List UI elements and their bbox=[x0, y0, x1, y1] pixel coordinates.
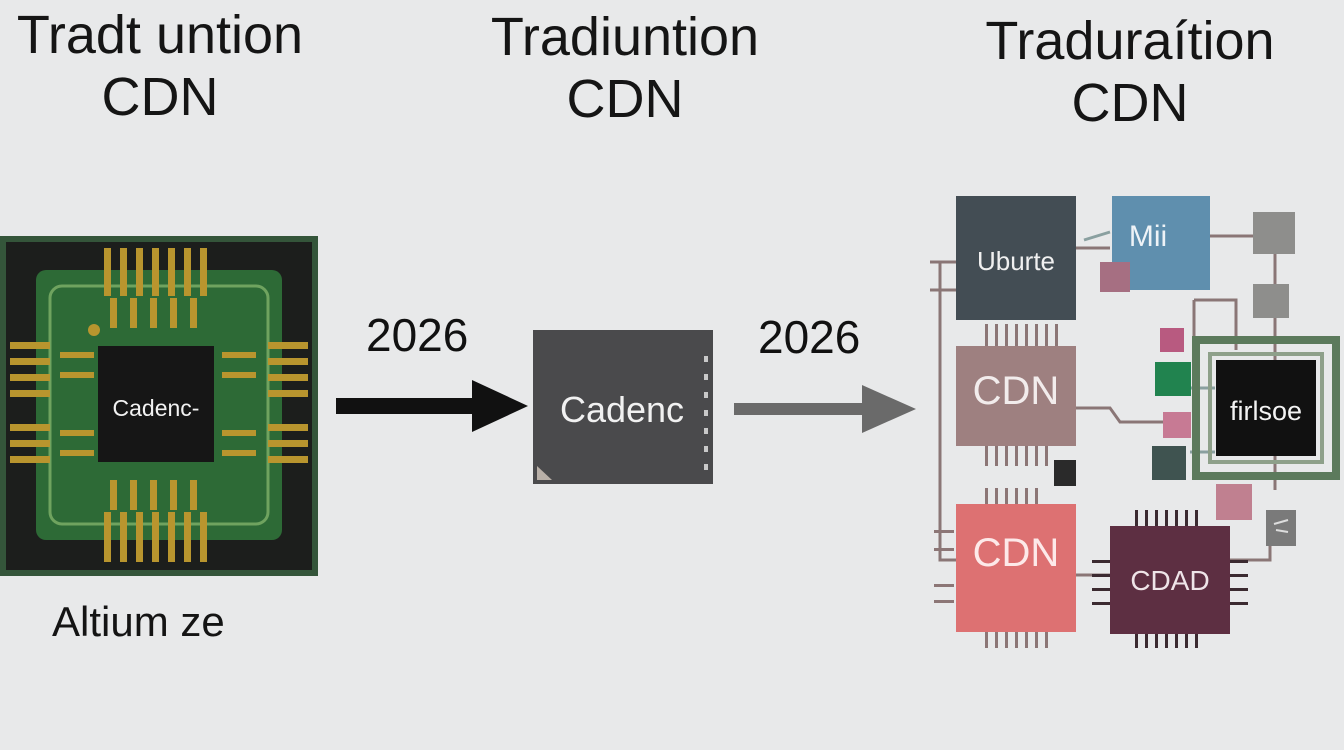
title-left-line2: CDN bbox=[101, 67, 219, 127]
step-year-first: 2026 bbox=[366, 309, 469, 361]
title-right: Traduraítion CDN bbox=[965, 10, 1295, 134]
block-ubuntu bbox=[956, 196, 1076, 320]
title-middle: Tradiuntion CDN bbox=[465, 6, 785, 130]
block-cdad bbox=[1110, 526, 1230, 634]
step-year-second: 2026 bbox=[758, 311, 861, 363]
block-firlsoe-label: firlsoe bbox=[1230, 396, 1302, 426]
title-left: Tradt untion CDN bbox=[0, 4, 320, 128]
left-pcb-chip: Cadenc- bbox=[0, 236, 318, 576]
left-chip-pins-right bbox=[222, 342, 308, 463]
arrow-right-icon bbox=[734, 385, 916, 433]
left-chip-pins-top bbox=[104, 248, 207, 328]
title-left-line1: Tradt untion bbox=[16, 5, 304, 65]
title-middle-line1: Tradiuntion bbox=[490, 7, 760, 67]
block-cdad-label: CDAD bbox=[1130, 565, 1209, 596]
title-right-line1: Traduraítion bbox=[985, 11, 1275, 71]
block-cdn-top bbox=[956, 346, 1076, 446]
left-chip-pins-bottom bbox=[104, 480, 207, 562]
right-system: Uburte Mii CDN CDN CDAD firlsoe bbox=[930, 196, 1340, 648]
title-middle-line2: CDN bbox=[566, 69, 684, 129]
chip-icon: Cadenc bbox=[533, 330, 713, 484]
block-firlsoe bbox=[1216, 360, 1316, 456]
block-cdn-bottom-label: CDN bbox=[973, 531, 1060, 575]
left-chip-label: Cadenc- bbox=[113, 395, 200, 421]
block-ubuntu-label: Uburte bbox=[977, 246, 1055, 276]
arrow-right-icon bbox=[336, 380, 528, 432]
block-cdn-top-label: CDN bbox=[973, 369, 1060, 413]
block-cdn-bottom bbox=[956, 504, 1076, 632]
left-chip-die bbox=[98, 346, 214, 462]
block-mii-label: Mii bbox=[1129, 220, 1167, 253]
title-right-line2: CDN bbox=[1071, 73, 1189, 133]
left-chip-caption: Altium ze bbox=[52, 598, 225, 645]
middle-chip-label: Cadenc bbox=[560, 389, 684, 430]
left-chip-pins-left bbox=[10, 342, 94, 463]
